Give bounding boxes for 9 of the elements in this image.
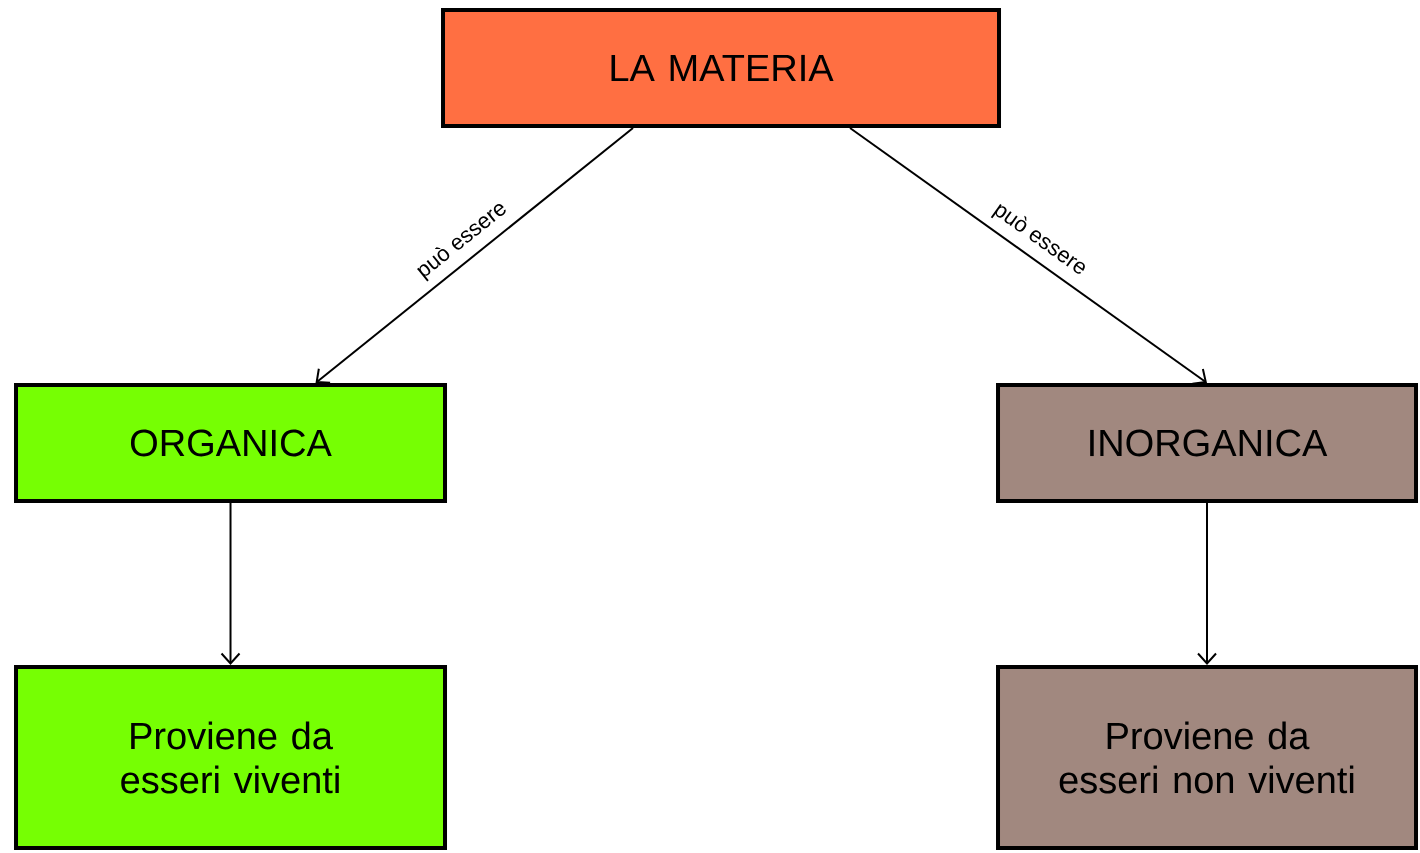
arrow [849,127,1207,385]
concept-box: LA MATERIA [441,8,1001,128]
arrow [1197,502,1217,665]
concept-box: Proviene da esseri non viventi [996,665,1418,850]
concept-box: INORGANICA [996,383,1418,503]
concept-box: Proviene da esseri viventi [14,665,447,850]
arrow [220,502,241,665]
concept-box: ORGANICA [14,383,447,503]
arrow [315,127,634,384]
